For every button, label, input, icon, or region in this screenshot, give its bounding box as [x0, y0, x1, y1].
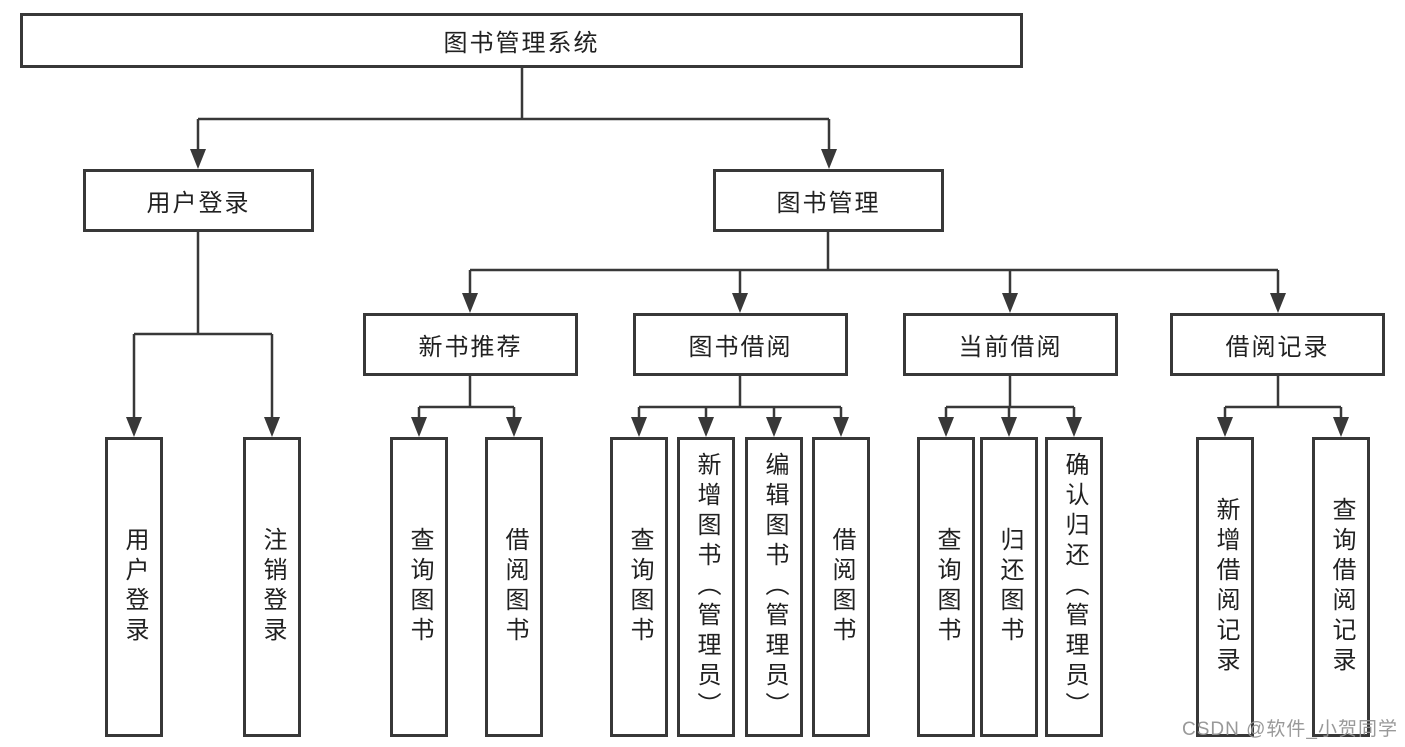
connector-current-borrow-split [944, 376, 1076, 419]
connector-new-book-split [417, 376, 516, 419]
node-book-borrowing: 图书借阅 [633, 313, 848, 376]
connector-borrow-record-split [1223, 376, 1343, 419]
leaf-edit-books-admin: 编辑图书（管理员） [745, 437, 803, 737]
leaf-borrow-books: 借阅图书 [485, 437, 543, 737]
leaf-query-books: 查询图书 [610, 437, 668, 737]
connector-book-borrow-split [637, 376, 843, 419]
leaf-add-borrow-record: 新增借阅记录 [1196, 437, 1254, 737]
leaf-return-books: 归还图书 [980, 437, 1038, 737]
connector-root-to-level2 [196, 68, 831, 151]
connector-user-login-split [132, 232, 274, 419]
leaf-logout: 注销登录 [243, 437, 301, 737]
node-book-management: 图书管理 [713, 169, 944, 232]
csdn-watermark: CSDN @软件_小贺同学 [1182, 719, 1398, 740]
leaf-add-books-admin: 新增图书（管理员） [677, 437, 735, 737]
node-new-book-recommendation: 新书推荐 [363, 313, 578, 376]
node-user-login: 用户登录 [83, 169, 314, 232]
leaf-query-borrow-record: 查询借阅记录 [1312, 437, 1370, 737]
leaf-confirm-return-admin: 确认归还（管理员） [1045, 437, 1103, 737]
leaf-borrow-books: 借阅图书 [812, 437, 870, 737]
leaf-query-books: 查询图书 [917, 437, 975, 737]
leaf-user-login: 用户登录 [105, 437, 163, 737]
leaf-query-books: 查询图书 [390, 437, 448, 737]
node-current-borrowing: 当前借阅 [903, 313, 1118, 376]
node-library-management-system: 图书管理系统 [20, 13, 1023, 68]
node-borrowing-records: 借阅记录 [1170, 313, 1385, 376]
connector-book-management-split [468, 232, 1280, 295]
